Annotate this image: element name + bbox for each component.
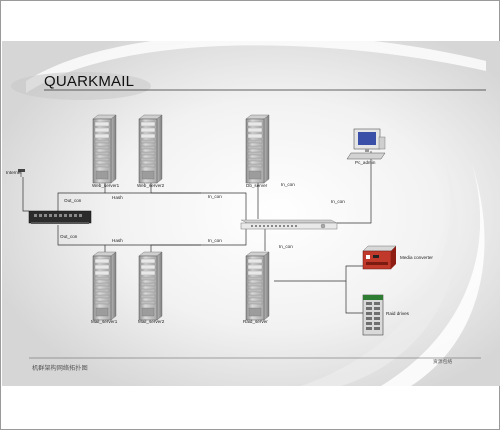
computer-icon <box>346 128 386 160</box>
footer-caption: 机群架构网络拓扑图 <box>32 364 88 372</box>
link-label-hash: Hash <box>112 238 123 243</box>
server-tower-icon <box>92 114 117 184</box>
title-shadow <box>11 72 151 100</box>
label-raid-server: Raid_server <box>243 319 268 324</box>
label-mail-server2: Mail_server2 <box>138 319 165 324</box>
raid-array-icon <box>362 294 384 336</box>
label-media-converter: Media converter <box>400 255 433 260</box>
network-switch-icon <box>240 219 338 230</box>
background-swoosh <box>26 33 486 93</box>
label-internet: Internet <box>6 170 22 175</box>
link-label-out-con: Out_con <box>64 198 82 203</box>
media-converter-icon <box>362 245 397 270</box>
link-label-hash: Hash <box>112 195 123 200</box>
link-label-in-con: In_con <box>281 182 295 187</box>
label-web-server2: Web_server2 <box>137 183 165 188</box>
network-switch-icon <box>28 210 92 224</box>
link-label-out-con: Out_con <box>60 234 78 239</box>
label-pc-admin: Pc_admin <box>355 160 376 165</box>
server-tower-icon <box>245 251 270 321</box>
link-label-in-con: In_con <box>279 244 293 249</box>
server-tower-icon <box>138 114 163 184</box>
internet-router <box>18 169 25 177</box>
background-swoosh <box>381 161 485 386</box>
label-mail-server1: Mail_server1 <box>91 319 118 324</box>
link-label-in-con: In_con <box>208 194 222 199</box>
link-label-in-con: In_con <box>331 199 345 204</box>
label-web-server1: Web_server1 <box>92 183 120 188</box>
label-raid-drives: Raid drives <box>386 311 410 316</box>
server-tower-icon <box>245 114 270 184</box>
server-tower-icon <box>138 251 163 321</box>
label-db-server: Db_server <box>246 183 268 188</box>
footer-brand: 资源包络 <box>433 358 452 365</box>
page-title: QUARKMAIL <box>44 73 134 90</box>
link-label-in-con: In_con <box>208 238 222 243</box>
background-swoosh <box>301 151 458 386</box>
server-tower-icon <box>92 251 117 321</box>
